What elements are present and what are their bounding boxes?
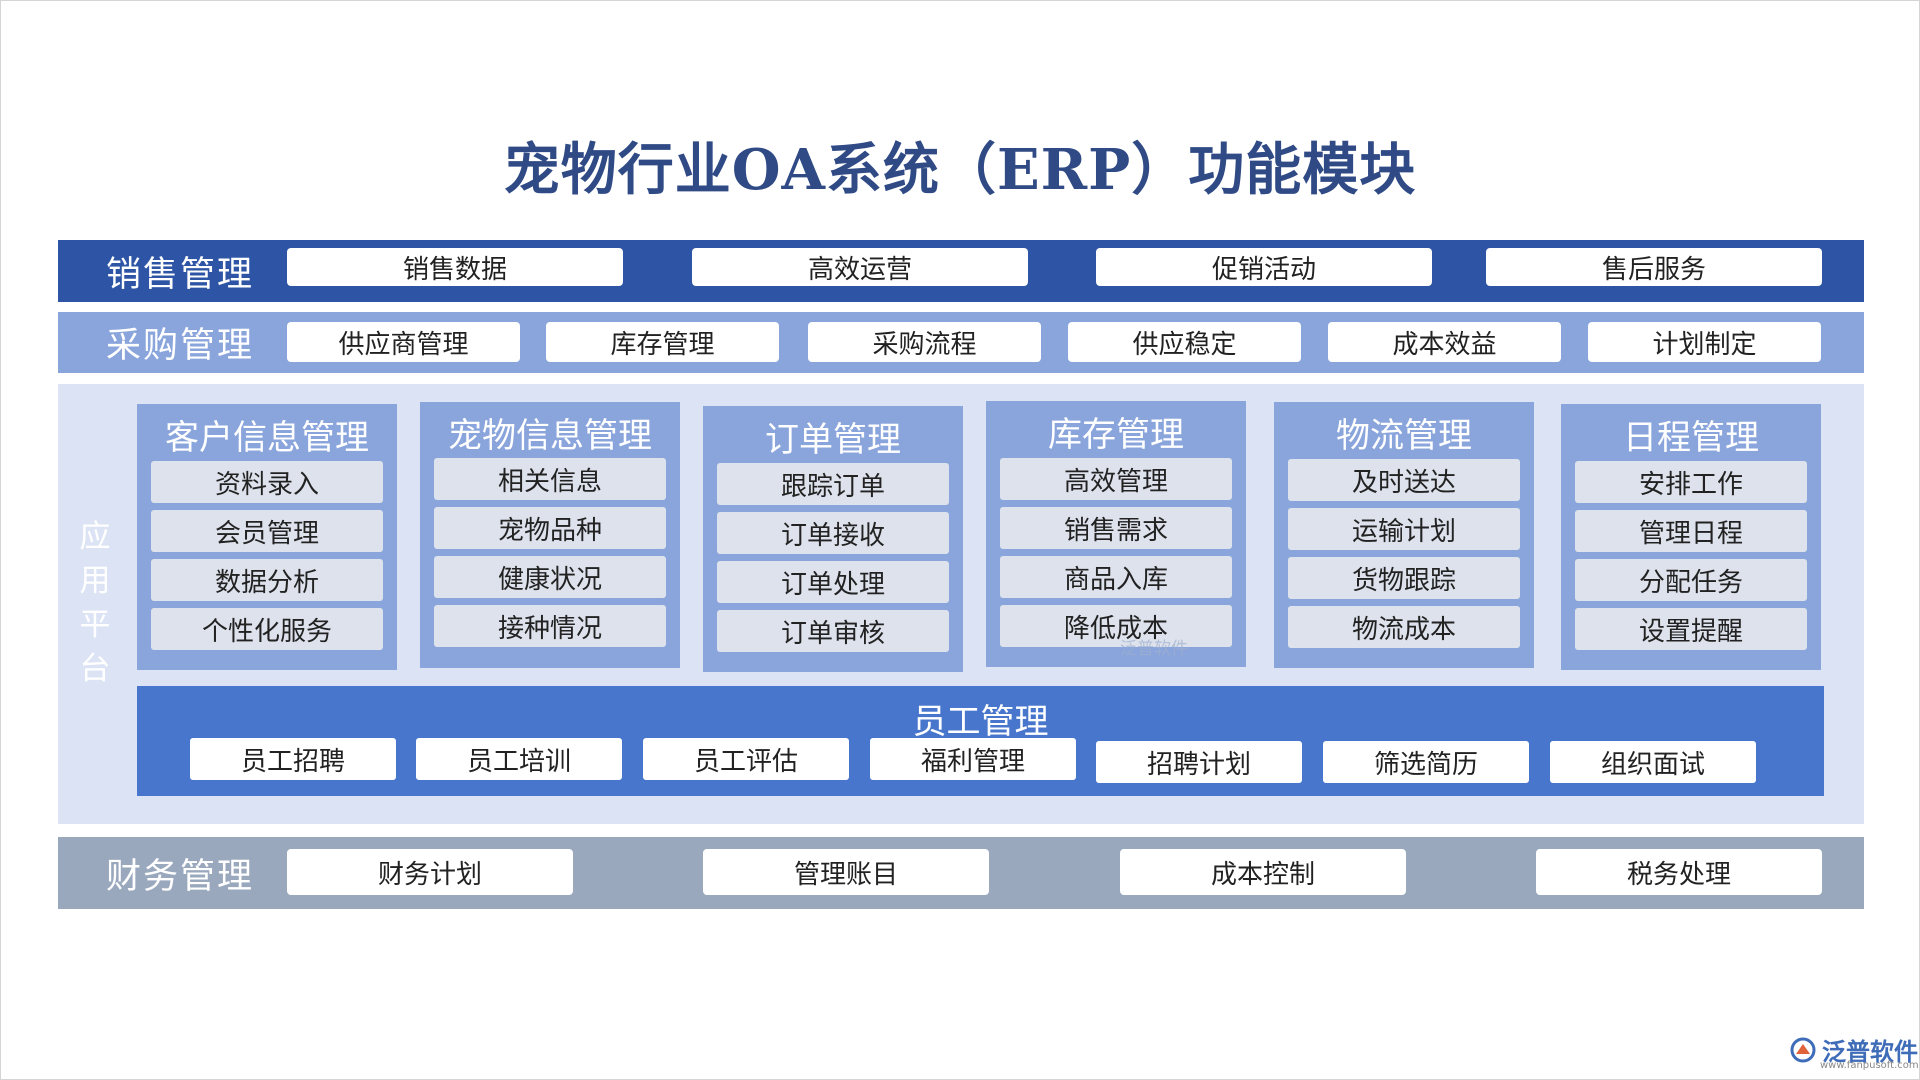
module-item[interactable]: 商品入库 — [1000, 556, 1232, 598]
module-item[interactable]: 分配任务 — [1575, 559, 1807, 601]
module-inventory: 库存管理 高效管理 销售需求 商品入库 降低成本 — [986, 401, 1246, 667]
platform-label-char: 平 — [79, 607, 111, 643]
purchase-row: 采购管理 供应商管理 库存管理 采购流程 供应稳定 成本效益 计划制定 — [58, 312, 1864, 373]
purchase-item[interactable]: 采购流程 — [808, 322, 1041, 362]
module-schedule: 日程管理 安排工作 管理日程 分配任务 设置提醒 — [1561, 404, 1821, 670]
sales-item[interactable]: 售后服务 — [1486, 248, 1822, 286]
watermark: 泛普软件 — [1120, 639, 1188, 659]
finance-row-label: 财务管理 — [106, 856, 255, 897]
brand-url: www.fanpusoft.com — [1820, 1060, 1919, 1071]
staff-item[interactable]: 招聘计划 — [1096, 741, 1302, 783]
sales-item[interactable]: 促销活动 — [1096, 248, 1432, 286]
module-item[interactable]: 销售需求 — [1000, 507, 1232, 549]
module-item[interactable]: 健康状况 — [434, 556, 666, 598]
finance-item[interactable]: 税务处理 — [1536, 849, 1822, 895]
platform-label-char: 用 — [79, 563, 111, 599]
staff-item[interactable]: 员工培训 — [416, 738, 622, 780]
module-title: 物流管理 — [1336, 416, 1472, 456]
staff-title: 员工管理 — [912, 702, 1049, 742]
sales-row: 销售管理 销售数据 高效运营 促销活动 售后服务 — [58, 240, 1864, 302]
module-item[interactable]: 数据分析 — [151, 559, 383, 601]
staff-item[interactable]: 员工招聘 — [190, 738, 396, 780]
page-title: 宠物行业OA系统（ERP）功能模块 — [503, 137, 1417, 203]
module-item[interactable]: 管理日程 — [1575, 510, 1807, 552]
module-orders: 订单管理 跟踪订单 订单接收 订单处理 订单审核 — [703, 406, 963, 672]
purchase-item[interactable]: 成本效益 — [1328, 322, 1561, 362]
staff-item[interactable]: 福利管理 — [870, 738, 1076, 780]
finance-row: 财务管理 财务计划 管理账目 成本控制 税务处理 — [58, 837, 1864, 909]
module-customer-info: 客户信息管理 资料录入 会员管理 数据分析 个性化服务 — [137, 404, 397, 670]
module-title: 客户信息管理 — [165, 418, 369, 458]
staff-item[interactable]: 组织面试 — [1550, 741, 1756, 783]
purchase-item[interactable]: 供应稳定 — [1068, 322, 1301, 362]
staff-item[interactable]: 员工评估 — [643, 738, 849, 780]
brand-logo: 泛普软件 — [1790, 1032, 1918, 1067]
fanpu-logo-icon — [1790, 1037, 1816, 1062]
module-pet-info: 宠物信息管理 相关信息 宠物品种 健康状况 接种情况 — [420, 402, 680, 668]
finance-item[interactable]: 管理账目 — [703, 849, 989, 895]
purchase-row-label: 采购管理 — [106, 326, 255, 366]
staff-item[interactable]: 筛选简历 — [1323, 741, 1529, 783]
module-title: 日程管理 — [1623, 418, 1759, 458]
module-item[interactable]: 资料录入 — [151, 461, 383, 503]
purchase-item[interactable]: 库存管理 — [546, 322, 779, 362]
module-item[interactable]: 订单处理 — [717, 561, 949, 603]
finance-item[interactable]: 成本控制 — [1120, 849, 1406, 895]
module-item[interactable]: 及时送达 — [1288, 459, 1520, 501]
platform-label-char: 台 — [79, 651, 111, 687]
module-item[interactable]: 安排工作 — [1575, 461, 1807, 503]
module-item[interactable]: 高效管理 — [1000, 458, 1232, 500]
module-staff: 员工管理 员工招聘 员工培训 员工评估 福利管理 招聘计划 筛选简历 组织面试 — [137, 686, 1824, 796]
platform-label-char: 应 — [79, 519, 111, 555]
module-title: 订单管理 — [765, 420, 901, 460]
module-item[interactable]: 设置提醒 — [1575, 608, 1807, 650]
sales-item[interactable]: 销售数据 — [287, 248, 623, 286]
module-item[interactable]: 订单审核 — [717, 610, 949, 652]
module-item[interactable]: 个性化服务 — [151, 608, 383, 650]
module-item[interactable]: 跟踪订单 — [717, 463, 949, 505]
module-item[interactable]: 接种情况 — [434, 605, 666, 647]
module-title: 宠物信息管理 — [448, 416, 652, 456]
brand-name: 泛普软件 — [1822, 1038, 1918, 1066]
module-item[interactable]: 订单接收 — [717, 512, 949, 554]
purchase-item[interactable]: 计划制定 — [1588, 322, 1821, 362]
module-item[interactable]: 物流成本 — [1288, 606, 1520, 648]
purchase-item[interactable]: 供应商管理 — [287, 322, 520, 362]
module-logistics: 物流管理 及时送达 运输计划 货物跟踪 物流成本 — [1274, 402, 1534, 668]
sales-item[interactable]: 高效运营 — [692, 248, 1028, 286]
sales-row-label: 销售管理 — [106, 254, 255, 295]
platform-label: 应 用 平 台 — [70, 515, 120, 691]
module-title: 库存管理 — [1048, 415, 1184, 455]
module-item[interactable]: 降低成本 — [1000, 605, 1232, 647]
module-item[interactable]: 运输计划 — [1288, 508, 1520, 550]
finance-item[interactable]: 财务计划 — [287, 849, 573, 895]
module-item[interactable]: 相关信息 — [434, 458, 666, 500]
module-item[interactable]: 会员管理 — [151, 510, 383, 552]
module-item[interactable]: 宠物品种 — [434, 507, 666, 549]
module-item[interactable]: 货物跟踪 — [1288, 557, 1520, 599]
